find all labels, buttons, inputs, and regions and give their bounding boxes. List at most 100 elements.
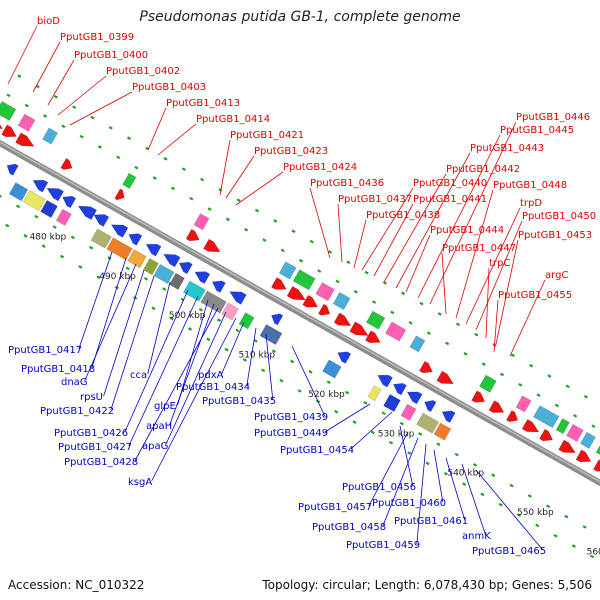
forward-gene-box [479,374,497,393]
guide-dot [401,291,406,296]
forward-gene-box [122,172,137,189]
forward-label-leader [373,203,414,277]
forward-gene-shape [333,312,352,326]
genome-backbone-highlight [0,141,600,483]
guide-dot [116,155,121,160]
forward-gene-shape [419,360,433,374]
forward-gene-box [278,261,297,280]
reverse-label-leader [147,281,171,375]
forward-gene-label: PputGB1_0400 [74,50,148,61]
guide-dot [181,167,186,172]
guide-line [0,194,587,529]
forward-gene-box [193,213,210,231]
reverse-label-leader [134,307,219,462]
forward-gene-label: PputGB1_0421 [230,130,304,141]
guide-dot [198,307,203,312]
reverse-gene-label: ksgA [128,477,152,488]
reverse-gene-shape [211,280,226,293]
guide-dot [328,250,333,254]
guide-dot [590,554,595,559]
position-label: 500 kbp [169,311,206,321]
forward-gene-label: trpC [489,258,510,269]
forward-gene-shape [302,294,319,308]
forward-gene [1,124,17,138]
reverse-gene-shape [377,374,393,388]
guide-dot [419,301,424,306]
reverse-gene-label: PputGB1_0461 [394,516,468,527]
forward-gene-box-shape [122,172,137,189]
reverse-gene-shape [77,205,98,220]
guide-dot [554,403,559,408]
forward-gene-label: PputGB1_0441 [413,194,487,205]
reverse-gene-shape [406,391,423,405]
forward-gene [349,321,369,336]
guide-dot [206,337,211,342]
guide-dot [591,424,596,429]
reverse-label-leader [221,321,245,375]
guide-dot [17,74,22,78]
guide-dot [261,368,266,373]
reverse-gene-box [106,237,133,261]
reverse-gene-box [433,422,452,441]
accession-text: Accession: NC_010322 [8,578,145,592]
forward-gene-shape [506,410,519,423]
forward-gene [114,188,125,201]
forward-gene-label: PputGB1_0413 [166,98,240,109]
forward-label-leader [353,219,367,269]
forward-gene-box [17,113,36,132]
reverse-gene-label: PputGB1_0449 [254,428,328,439]
reverse-gene-box-shape [22,190,46,212]
reverse-gene [93,214,110,227]
forward-label-leader [32,41,61,93]
guide-dot [5,223,10,228]
reverse-gene-label: apaG [142,441,168,452]
guide-dot [79,134,84,139]
forward-gene-label: PputGB1_0399 [60,32,134,43]
guide-dot [290,359,295,364]
guide-dot [573,414,578,418]
guide-dot [353,289,358,294]
forward-gene-box-shape [555,418,570,435]
guide-dot [509,483,514,488]
guide-dot [253,338,258,343]
guide-dot [344,390,350,395]
guide-dot [407,451,412,455]
reverse-gene-box [383,394,401,412]
guide-dot [481,362,486,366]
guide-dot [363,401,368,405]
forward-label-leader [509,279,546,357]
reverse-gene-box-shape [367,385,382,402]
forward-gene-shape [575,449,592,463]
reverse-gene-shape [229,291,247,305]
reverse-gene-box [40,200,58,218]
reverse-gene [6,163,19,176]
guide-dot [565,384,570,389]
reverse-gene-label: pdxA [198,370,224,381]
forward-gene-box-shape [580,431,596,449]
guide-dot [454,452,459,457]
guide-dot [96,275,101,280]
forward-gene [185,228,200,242]
reverse-gene-box [400,403,417,421]
reverse-gene-box-shape [200,290,227,314]
reverse-gene-shape [62,195,77,209]
guide-dot [207,207,212,211]
guide-dot [480,492,485,497]
reverse-gene-label: PputGB1_0457 [298,502,372,513]
forward-label-leader [441,252,447,315]
forward-gene-shape [436,370,454,385]
reverse-label-leader [165,311,227,446]
reverse-gene [211,280,226,293]
reverse-gene-box [367,385,382,402]
reverse-label-leader [382,437,419,527]
forward-gene [203,238,221,253]
forward-gene-box [365,310,386,330]
guide-dot [126,136,132,141]
forward-gene-shape [286,286,306,301]
reverse-gene-label: apaH [146,421,172,432]
forward-gene-box-shape [385,321,407,342]
guide-dot [472,463,478,467]
reverse-gene [392,383,407,396]
reverse-label-leader [368,431,409,507]
guide-dot [134,165,139,170]
